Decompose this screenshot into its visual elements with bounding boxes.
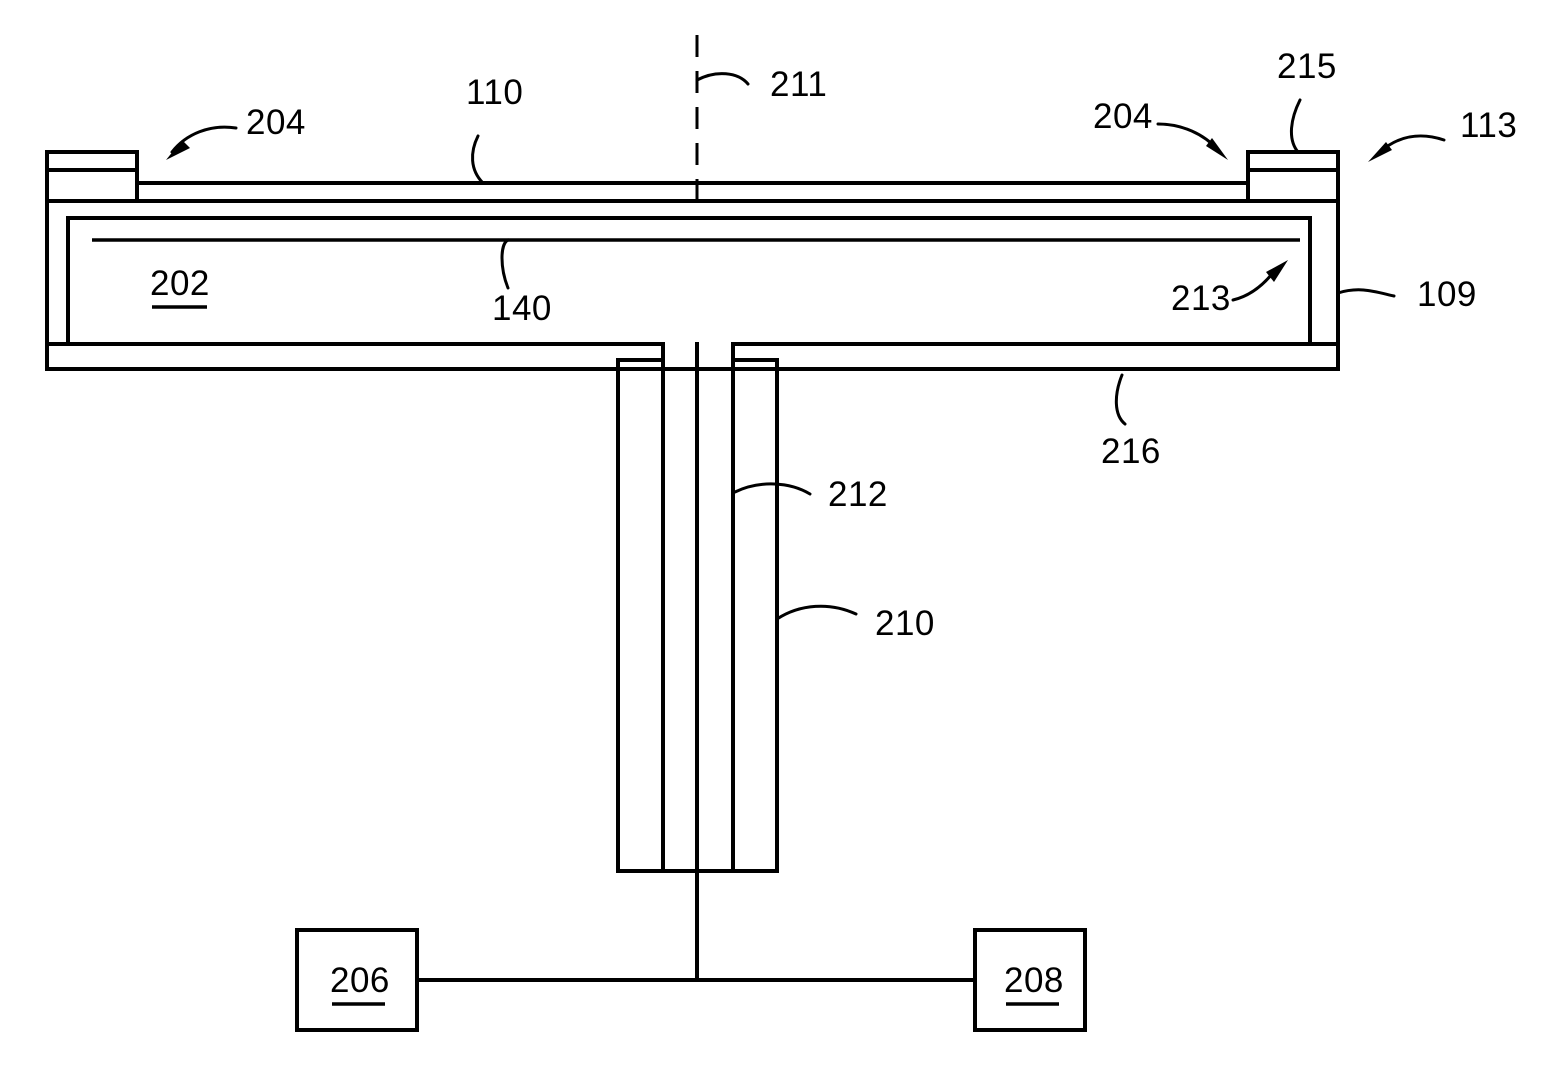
box-208-label: 208 bbox=[1004, 961, 1064, 1000]
box-208[interactable] bbox=[973, 928, 1087, 1032]
lid-left-flange-block bbox=[45, 150, 139, 203]
leader-216 bbox=[1114, 373, 1127, 426]
chamber-body-109 bbox=[45, 150, 1340, 371]
ref-label-204-right: 204 bbox=[1093, 97, 1153, 136]
leader-109 bbox=[1336, 288, 1396, 298]
lid-right-flange-block bbox=[1246, 150, 1340, 203]
ref-label-215: 215 bbox=[1277, 47, 1337, 86]
ref-label-213: 213 bbox=[1171, 279, 1231, 318]
ref-label-113: 113 bbox=[1460, 106, 1517, 145]
leader-110 bbox=[471, 134, 485, 185]
leader-211 bbox=[695, 72, 750, 86]
box-206-label-group: 206 bbox=[330, 961, 390, 1006]
ref-label-140: 140 bbox=[492, 289, 552, 328]
ref-label-204-left: 204 bbox=[246, 103, 306, 142]
leader-140 bbox=[500, 238, 510, 290]
lid-plate-110 bbox=[135, 181, 1250, 203]
ref-label-110: 110 bbox=[466, 73, 523, 112]
ref-group-202: 202 bbox=[150, 264, 210, 309]
leader-210 bbox=[775, 604, 858, 621]
ref-label-212: 212 bbox=[828, 475, 888, 514]
leader-215 bbox=[1290, 98, 1302, 154]
ref-label-109: 109 bbox=[1417, 275, 1477, 314]
leader-204-left bbox=[166, 125, 238, 160]
ref-label-210: 210 bbox=[875, 604, 935, 643]
box-208-label-group: 208 bbox=[1004, 961, 1064, 1006]
box-206-label: 206 bbox=[330, 961, 390, 1000]
leader-204-right bbox=[1156, 122, 1228, 160]
ref-label-216: 216 bbox=[1101, 432, 1161, 471]
ref-label-202: 202 bbox=[150, 264, 210, 303]
box-206[interactable] bbox=[295, 928, 419, 1032]
stem-assembly-210 bbox=[616, 342, 779, 982]
leader-113 bbox=[1368, 134, 1446, 162]
ref-label-211: 211 bbox=[770, 65, 827, 104]
leader-213 bbox=[1231, 260, 1288, 302]
leader-212 bbox=[733, 482, 812, 496]
